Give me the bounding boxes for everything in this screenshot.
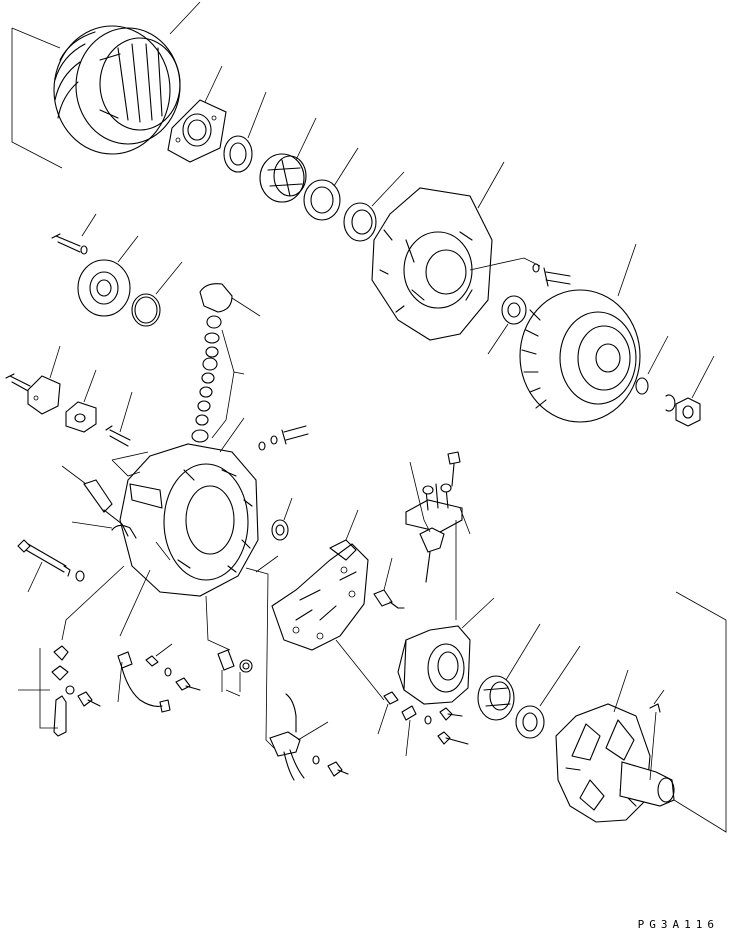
regulator-leader xyxy=(461,597,495,629)
rear-housing-part xyxy=(119,443,259,597)
stack-bracket xyxy=(211,329,245,439)
small-bolt-leader xyxy=(81,213,97,237)
washer-leader xyxy=(247,91,267,139)
small-fasteners-part xyxy=(145,655,201,691)
stator-bracket-line xyxy=(11,27,63,169)
seal-leader xyxy=(371,171,405,207)
ground-wire-part xyxy=(117,651,171,713)
bushing-leader xyxy=(283,497,293,521)
cover-leader xyxy=(49,345,61,379)
screw-leader-2 xyxy=(377,703,411,757)
washer-part xyxy=(223,135,253,173)
rotor-key-part xyxy=(649,703,661,713)
bearing-cover-part xyxy=(515,705,545,739)
c-clip-part xyxy=(665,394,676,412)
o-ring-part xyxy=(131,293,161,327)
nut-leader xyxy=(691,355,715,399)
rear-bearing-leader xyxy=(505,623,541,681)
spacer-part xyxy=(501,295,527,325)
plate-leader xyxy=(204,65,223,103)
small-bolt-part xyxy=(51,233,88,255)
housing-bolt-line xyxy=(469,257,541,271)
plug-part xyxy=(373,589,405,609)
rotor-part xyxy=(555,703,675,823)
hose-part xyxy=(111,524,137,539)
clamp-bolt-part xyxy=(312,755,349,777)
gasket-part xyxy=(65,401,97,433)
ring-leader xyxy=(333,147,359,187)
plug-leader xyxy=(383,557,393,591)
housing-bolt-part xyxy=(532,263,571,287)
bearing-plate-part xyxy=(167,99,227,163)
drawing-code-label: PG3A116 xyxy=(637,918,719,931)
through-bolt-part xyxy=(17,539,85,582)
front-housing-part xyxy=(371,187,493,341)
spacer-leader xyxy=(487,323,509,355)
bearing-cover-leader xyxy=(539,645,581,707)
screw-part xyxy=(105,425,131,447)
rear-bearing-part xyxy=(477,675,515,721)
nut-washer-part xyxy=(65,685,101,707)
ground-wire-leader xyxy=(117,661,123,703)
fastener-leader xyxy=(155,643,173,657)
through-bolt-leader xyxy=(27,561,43,593)
terminal-cover-part xyxy=(27,375,61,415)
rotor-key-leader xyxy=(649,689,665,781)
terminal-bolt-part xyxy=(447,451,461,487)
small-bolt-2-part xyxy=(5,373,31,393)
retaining-ring-part xyxy=(303,179,341,221)
rotor-leader xyxy=(613,669,629,713)
bushing-part xyxy=(271,519,289,541)
hose-leader xyxy=(71,521,113,529)
cap-leader xyxy=(231,297,261,317)
terminal-board-part xyxy=(405,483,463,583)
terminal-clip-leader xyxy=(225,689,241,697)
housing-leader xyxy=(477,161,505,209)
rotor-bracket-line xyxy=(673,591,727,833)
rectifier-part xyxy=(271,539,369,651)
connector-leader xyxy=(61,465,87,485)
screw-leader xyxy=(119,391,133,433)
gasket-leader xyxy=(83,369,97,403)
terminal-clip-part xyxy=(217,649,253,692)
bearing-leader xyxy=(295,117,317,161)
seal-cap-part xyxy=(77,259,131,317)
pulley-fan-part xyxy=(519,289,641,423)
seal-part xyxy=(343,202,377,242)
pulley-nut-part xyxy=(675,397,701,427)
rear-housing-leader xyxy=(219,417,245,453)
lock-washer-part xyxy=(635,377,649,395)
harness-line xyxy=(61,541,231,651)
cable-route xyxy=(245,555,279,749)
stator-part xyxy=(53,25,181,155)
connector-part xyxy=(83,479,129,537)
clamp-leader xyxy=(297,721,329,741)
regulator-part xyxy=(397,625,471,705)
stator-leader xyxy=(169,1,201,35)
rear-bolt-part xyxy=(258,425,309,451)
regulator-screws-part xyxy=(383,691,469,745)
terminal-stack-part xyxy=(191,315,222,443)
seal-cap-leader xyxy=(117,235,139,263)
rectifier-wire xyxy=(335,639,385,701)
terminal-bracket-part xyxy=(39,645,69,737)
board-bracket xyxy=(409,461,471,620)
cap-part xyxy=(199,283,233,313)
rectifier-leader xyxy=(345,509,359,541)
pulley-leader xyxy=(617,243,637,297)
rear-housing-leader-2 xyxy=(111,451,149,477)
o-ring-leader xyxy=(155,261,183,295)
bearing-part xyxy=(259,153,307,203)
cable-clamp-part xyxy=(269,693,305,781)
lock-washer-leader xyxy=(647,335,669,375)
